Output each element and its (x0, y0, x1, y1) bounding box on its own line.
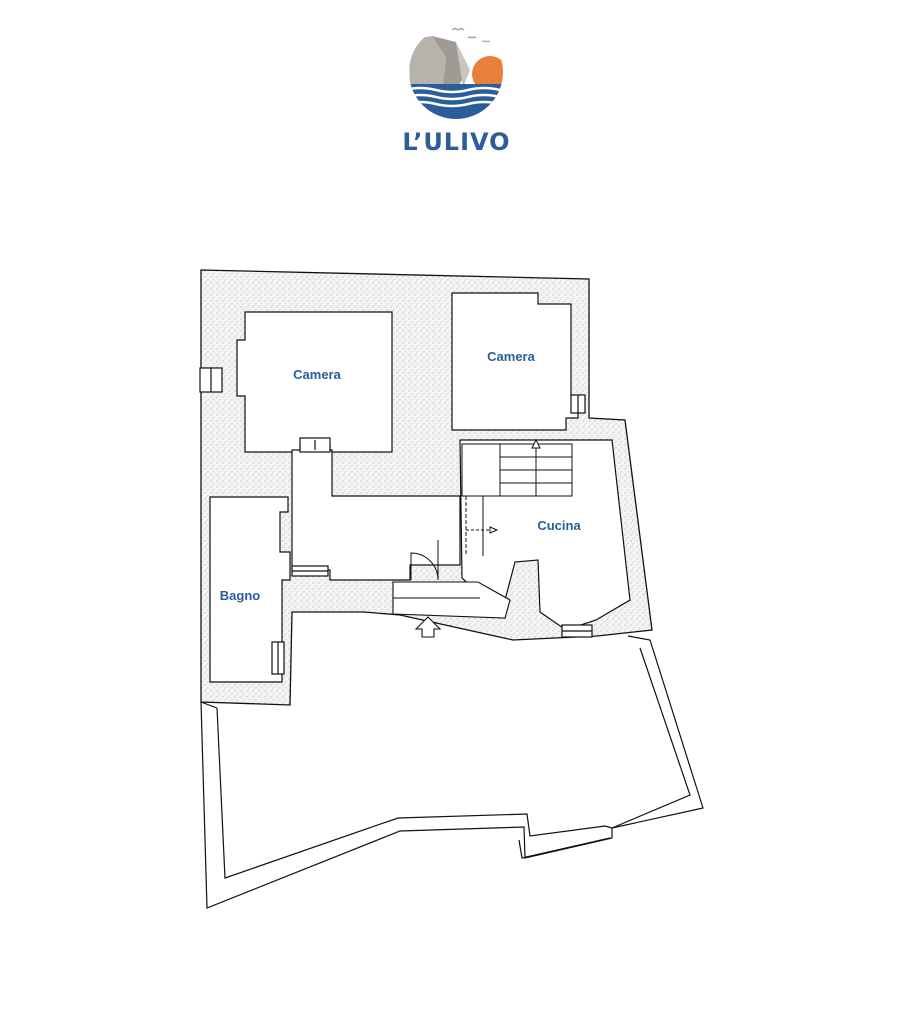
bird-icon (451, 27, 465, 31)
room-label-camera-1: Camera (293, 367, 341, 382)
room-label-bagno: Bagno (220, 588, 261, 603)
sun-shape (472, 56, 503, 92)
staircase (461, 438, 573, 556)
entrance-arrow-icon (414, 616, 442, 638)
entrance-step (392, 581, 511, 619)
room-camera-1 (236, 311, 393, 453)
rock-shape (456, 42, 470, 90)
room-bagno (209, 496, 291, 683)
brand-logo (409, 27, 503, 119)
bird-icon (481, 40, 491, 43)
windows (199, 367, 593, 675)
bird-icon (467, 36, 477, 39)
courtyard-walls (200, 635, 704, 909)
brand-name: L’ULIVO (402, 128, 511, 156)
room-label-cucina: Cucina (537, 518, 581, 533)
door-swing (410, 540, 439, 581)
room-label-camera-2: Camera (487, 349, 535, 364)
